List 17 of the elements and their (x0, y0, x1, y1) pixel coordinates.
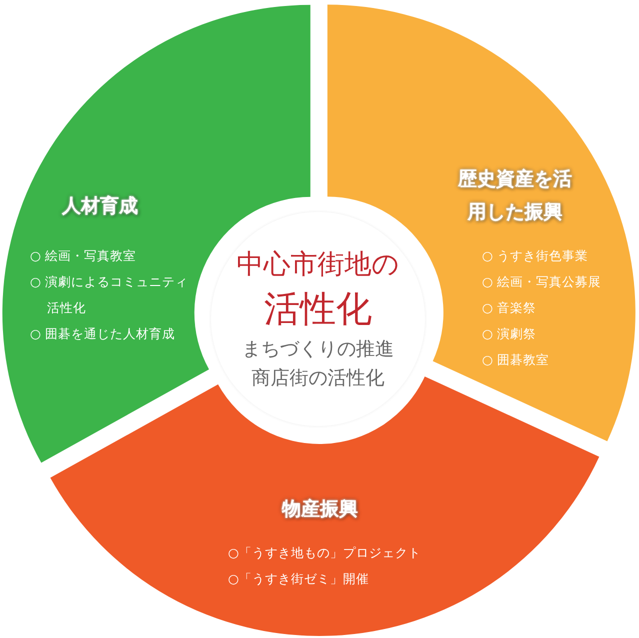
bullet-item: ○ 囲碁を通じた人材育成 (30, 325, 176, 343)
bullet-item: ○ 絵画・写真教室 (30, 247, 137, 265)
bullet-item: ○「うすき街ゼミ」開催 (228, 570, 370, 588)
bullet-item: ○ 音楽祭 (482, 299, 537, 317)
center-subtitle: 商店街の活性化 (252, 366, 384, 391)
bullet-item: ○ 絵画・写真公募展 (482, 273, 602, 291)
center-subtitle: まちづくりの推進 (242, 337, 394, 362)
segment-heading: 歴史資産を活用した振興 (456, 167, 573, 225)
segment-heading: 物産振興 (280, 497, 359, 522)
center-title: 活性化 (264, 288, 372, 332)
segment-heading: 人材育成 (60, 194, 139, 219)
bullet-item: ○ 演劇によるコミュニティ活性化 (30, 273, 189, 317)
bullet-item: ○ 囲碁教室 (482, 351, 550, 369)
bullet-item: ○ うすき街色事業 (482, 247, 589, 265)
bullet-item: ○ 演劇祭 (482, 325, 537, 343)
center-title: 中心市街地の (236, 248, 400, 282)
bullet-item: ○「うすき地もの」プロジェクト (228, 544, 422, 562)
